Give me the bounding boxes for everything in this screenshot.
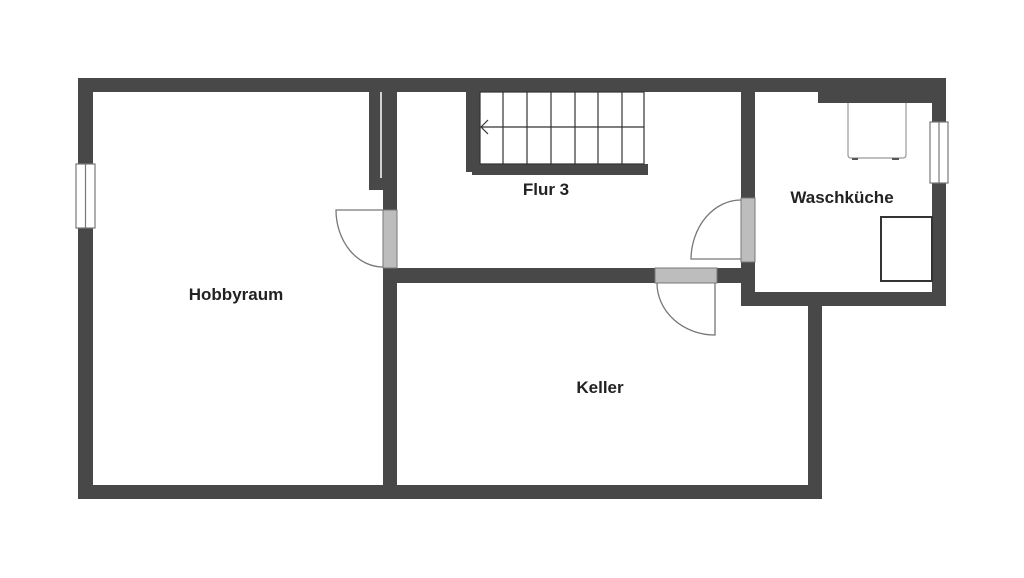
walls xyxy=(78,78,946,499)
wall-bottom xyxy=(78,485,822,499)
stair-wall-left xyxy=(466,92,480,172)
wall-flur-wasch-upper xyxy=(741,78,755,198)
room-label-flur: Flur 3 xyxy=(522,180,570,199)
staircase xyxy=(479,91,645,165)
window-waschkueche xyxy=(929,121,949,184)
wall-divider-upper xyxy=(383,78,397,210)
appliance-box xyxy=(880,216,933,282)
door-hobbyraum-flur xyxy=(335,209,398,269)
wall-pilaster xyxy=(369,92,383,190)
wall-left-upper xyxy=(78,78,93,164)
wall-flur-keller-a xyxy=(383,268,655,283)
room-label-waschkueche: Waschküche xyxy=(790,188,894,207)
wall-top xyxy=(78,78,946,92)
wall-wasch-bottom xyxy=(741,292,946,306)
stair-wall-bottom xyxy=(472,164,648,175)
wall-left-lower xyxy=(78,228,93,499)
sink xyxy=(847,103,907,160)
wall-keller-right xyxy=(808,292,822,499)
window-hobbyraum xyxy=(75,163,96,229)
wall-ledge xyxy=(818,78,946,103)
room-label-keller: Keller xyxy=(576,378,624,397)
wall-right-lower xyxy=(932,183,946,306)
stair-arrow-icon xyxy=(480,119,489,135)
door-flur-waschkueche xyxy=(690,197,756,263)
room-label-hobbyraum: Hobbyraum xyxy=(188,285,284,304)
door-flur-keller xyxy=(654,267,718,336)
wall-divider-lower xyxy=(383,268,397,499)
